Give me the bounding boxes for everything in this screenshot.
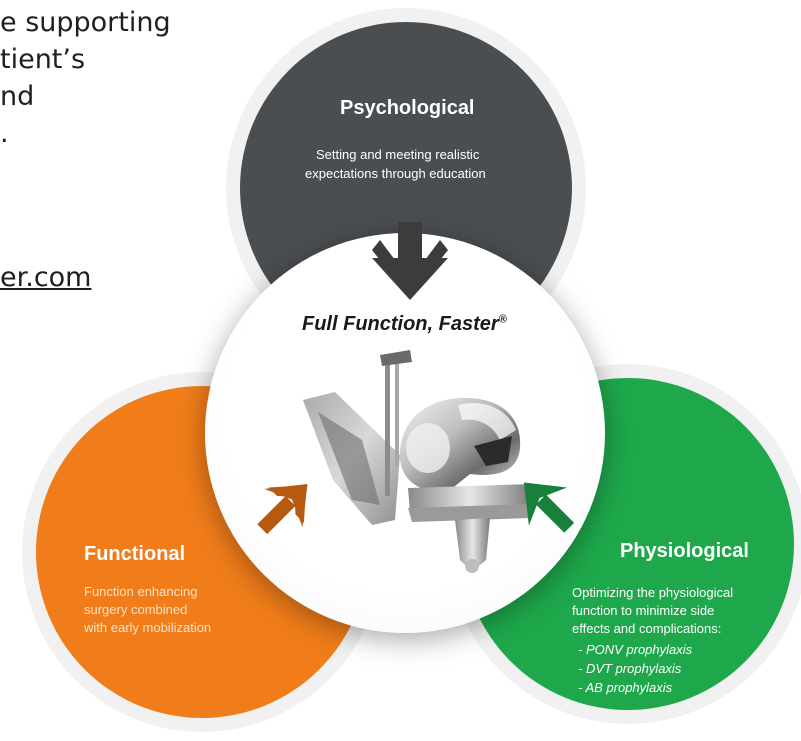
physiological-desc-line: Optimizing the physiological <box>572 585 734 600</box>
background-text-line: . <box>0 118 9 149</box>
physiological-desc-line: effects and complications: <box>572 621 722 636</box>
psychological-title: Psychological <box>340 97 475 119</box>
physiological-title: Physiological <box>620 540 749 562</box>
functional-desc-line: surgery combined <box>84 602 188 617</box>
functional-desc-line: Function enhancing <box>84 584 198 599</box>
physiological-desc-line: function to minimize side <box>572 603 715 618</box>
center-title: Full Function, Faster® <box>302 313 507 336</box>
background-text: e supporting tient’s nd . <box>0 0 171 152</box>
physiological-item: - DVT prophylaxis <box>578 661 682 676</box>
physiological-item: - PONV prophylaxis <box>578 642 693 657</box>
background-link[interactable]: er.com <box>0 262 92 293</box>
physiological-arrow-icon <box>523 482 575 533</box>
psychological-desc-line: expectations through education <box>305 166 486 181</box>
physiological-item: - AB prophylaxis <box>578 680 673 695</box>
functional-arrow-icon <box>257 483 308 535</box>
background-text-line: e supporting <box>0 7 171 38</box>
center-title-text: Full Function, Faster <box>302 313 499 335</box>
down-arrow-icon <box>372 222 448 300</box>
registered-mark: ® <box>498 313 507 326</box>
functional-desc-line: with early mobilization <box>84 620 212 635</box>
psychological-desc-line: Setting and meeting realistic <box>316 147 480 162</box>
background-text-line: tient’s <box>0 44 86 75</box>
functional-title: Functional <box>84 543 186 565</box>
background-text-line: nd <box>0 81 35 112</box>
